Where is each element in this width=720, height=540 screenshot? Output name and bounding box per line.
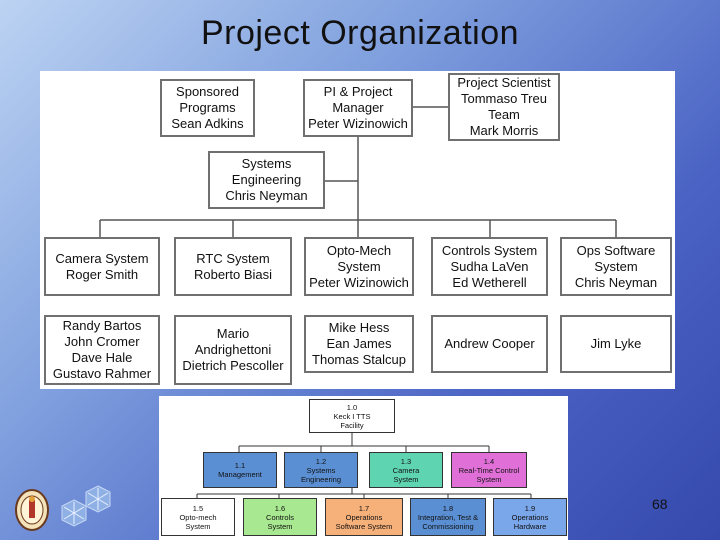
camera-team-box: Randy Bartos John Cromer Dave Hale Gusta… [44,315,160,385]
opto-mech-system-box: Opto-Mech System Peter Wizinowich [304,237,414,296]
ops-team-box: Jim Lyke [560,315,672,373]
sponsored-programs-box: Sponsored Programs Sean Adkins [160,79,255,137]
wbs-1-6-box: 1.6 Controls System [243,498,317,536]
wbs-1-8-box: 1.8 Integration, Test & Commissioning [410,498,486,536]
project-scientist-box: Project Scientist Tommaso Treu Team Mark… [448,73,560,141]
controls-team-box: Andrew Cooper [431,315,548,373]
wbs-1-1-box: 1.1 Management [203,452,277,488]
org-chart-connectors [99,106,617,237]
page-number: 68 [652,496,668,512]
wbs-1-2-box: 1.2 Systems Engineering [284,452,358,488]
snowflake-decoration-icon [61,485,111,527]
ops-software-system-box: Ops Software System Chris Neyman [560,237,672,296]
wbs-1-3-box: 1.3 Camera System [369,452,443,488]
slide-title: Project Organization [200,14,520,52]
wbs-connectors [196,432,532,498]
pi-project-manager-box: PI & Project Manager Peter Wizinowich [303,79,413,137]
rtc-system-box: RTC System Roberto Biasi [174,237,292,296]
wbs-1-4-box: 1.4 Real-Time Control System [451,452,527,488]
wbs-1-0-box: 1.0 Keck I TTS Facility [309,399,395,433]
wbs-1-5-box: 1.5 Opto-mech System [161,498,235,536]
controls-system-box: Controls System Sudha LaVen Ed Wetherell [431,237,548,296]
rtc-team-box: Mario Andrighettoni Dietrich Pescoller [174,315,292,385]
wbs-1-7-box: 1.7 Operations Software System [325,498,403,536]
systems-engineering-box: Systems Engineering Chris Neyman [208,151,325,209]
opto-mech-team-box: Mike Hess Ean James Thomas Stalcup [304,315,414,373]
org-chart: Sponsored Programs Sean Adkins PI & Proj… [40,71,675,389]
wbs-1-9-box: 1.9 Operations Hardware [493,498,567,536]
wbs-chart: 1.0 Keck I TTS Facility 1.1 Management 1… [159,396,568,540]
university-seal-logo [15,489,49,531]
camera-system-box: Camera System Roger Smith [44,237,160,296]
